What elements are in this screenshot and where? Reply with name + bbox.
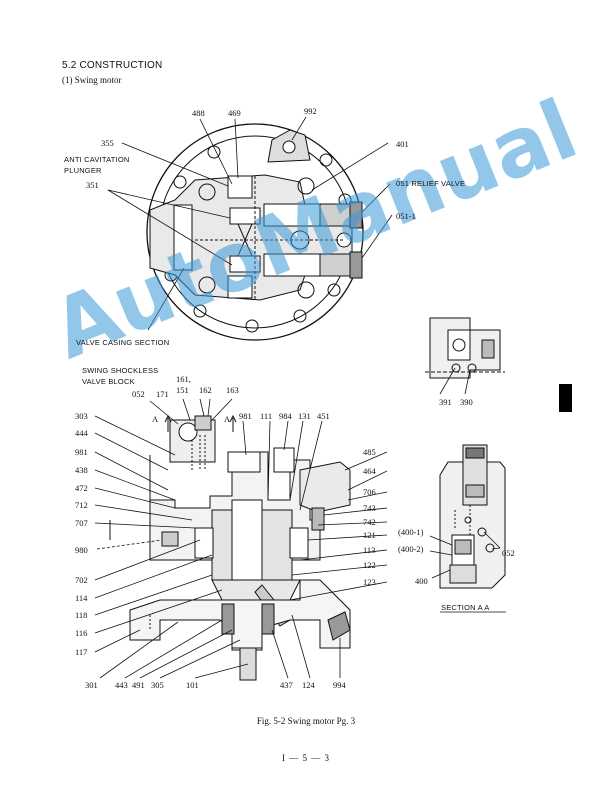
part-label: 464 bbox=[363, 466, 376, 476]
part-label: 161, bbox=[176, 374, 191, 384]
part-label: 443 bbox=[115, 680, 128, 690]
part-label: 162 bbox=[199, 385, 212, 395]
part-label: 992 bbox=[304, 106, 317, 116]
part-label: 113 bbox=[363, 545, 376, 555]
callout-valve-casing: VALVE CASING SECTION bbox=[76, 338, 170, 347]
part-label: 116 bbox=[75, 628, 88, 638]
part-label: 355 bbox=[101, 138, 114, 148]
figure-caption: Fig. 5-2 Swing motor Pg. 3 bbox=[256, 716, 356, 726]
part-label: 114 bbox=[75, 593, 88, 603]
part-label: 118 bbox=[75, 610, 88, 620]
part-label: 305 bbox=[151, 680, 164, 690]
part-label: 051-1 bbox=[396, 211, 416, 221]
part-label: 351 bbox=[86, 180, 99, 190]
part-label: 391 bbox=[439, 397, 452, 407]
small-detail-drawing bbox=[425, 317, 505, 395]
part-label: 171 bbox=[156, 389, 169, 399]
part-label: 980 bbox=[75, 545, 88, 555]
part-label: 390 bbox=[460, 397, 473, 407]
part-label: 121 bbox=[363, 530, 376, 540]
part-label: 469 bbox=[228, 108, 241, 118]
callout-section-aa: SECTION A A bbox=[441, 603, 490, 612]
part-label: (400-2) bbox=[398, 544, 424, 554]
part-label: 052 bbox=[132, 389, 145, 399]
part-label: 712 bbox=[75, 500, 88, 510]
part-label: 052 bbox=[502, 548, 515, 558]
part-label: 101 bbox=[186, 680, 199, 690]
callout-shockless-1: SWING SHOCKLESS bbox=[82, 366, 159, 375]
part-label: 117 bbox=[75, 647, 88, 657]
part-label: 707 bbox=[75, 518, 88, 528]
part-label: 702 bbox=[75, 575, 88, 585]
section-mark-a-left: A bbox=[152, 414, 159, 424]
callout-relief-valve: 051 RELIEF VALVE bbox=[396, 179, 466, 188]
part-label: (400-1) bbox=[398, 527, 424, 537]
part-label: 472 bbox=[75, 483, 88, 493]
part-label: 485 bbox=[363, 447, 376, 457]
part-label: 124 bbox=[302, 680, 315, 690]
page-number: I — 5 — 3 bbox=[282, 753, 330, 763]
callout-anti-cavitation: ANTI CAVITATION bbox=[64, 155, 130, 164]
part-label: 301 bbox=[85, 680, 98, 690]
part-label: 400 bbox=[415, 576, 428, 586]
part-label: 742 bbox=[363, 517, 376, 527]
part-label: 984 bbox=[279, 411, 292, 421]
callout-shockless-2: VALVE BLOCK bbox=[82, 377, 135, 386]
part-label: 444 bbox=[75, 428, 88, 438]
part-label: 437 bbox=[280, 680, 293, 690]
part-label: 438 bbox=[75, 465, 88, 475]
part-label: 451 bbox=[317, 411, 330, 421]
subheading: (1) Swing motor bbox=[62, 75, 122, 85]
chapter-tab bbox=[559, 384, 572, 412]
part-label: 122 bbox=[363, 560, 376, 570]
part-label: 706 bbox=[363, 487, 376, 497]
part-label: 488 bbox=[192, 108, 205, 118]
part-label: 743 bbox=[363, 503, 376, 513]
part-label: 994 bbox=[333, 680, 346, 690]
part-label: 981 bbox=[239, 411, 252, 421]
section-aa-drawing bbox=[439, 444, 506, 589]
part-label: 131 bbox=[298, 411, 311, 421]
part-label: 981 bbox=[75, 447, 88, 457]
part-label: 401 bbox=[396, 139, 409, 149]
part-label: 123 bbox=[363, 577, 376, 587]
part-label: 303 bbox=[75, 411, 88, 421]
part-label: 491 bbox=[132, 680, 145, 690]
part-label: 151 bbox=[176, 385, 189, 395]
callout-plunger: PLUNGER bbox=[64, 166, 102, 175]
section-heading: 5.2 CONSTRUCTION bbox=[62, 60, 163, 71]
part-label: 111 bbox=[260, 411, 273, 421]
main-section-drawing bbox=[109, 414, 351, 681]
valve-casing-drawing bbox=[146, 123, 364, 341]
section-mark-a-right: A bbox=[224, 414, 231, 424]
part-label: 163 bbox=[226, 385, 239, 395]
